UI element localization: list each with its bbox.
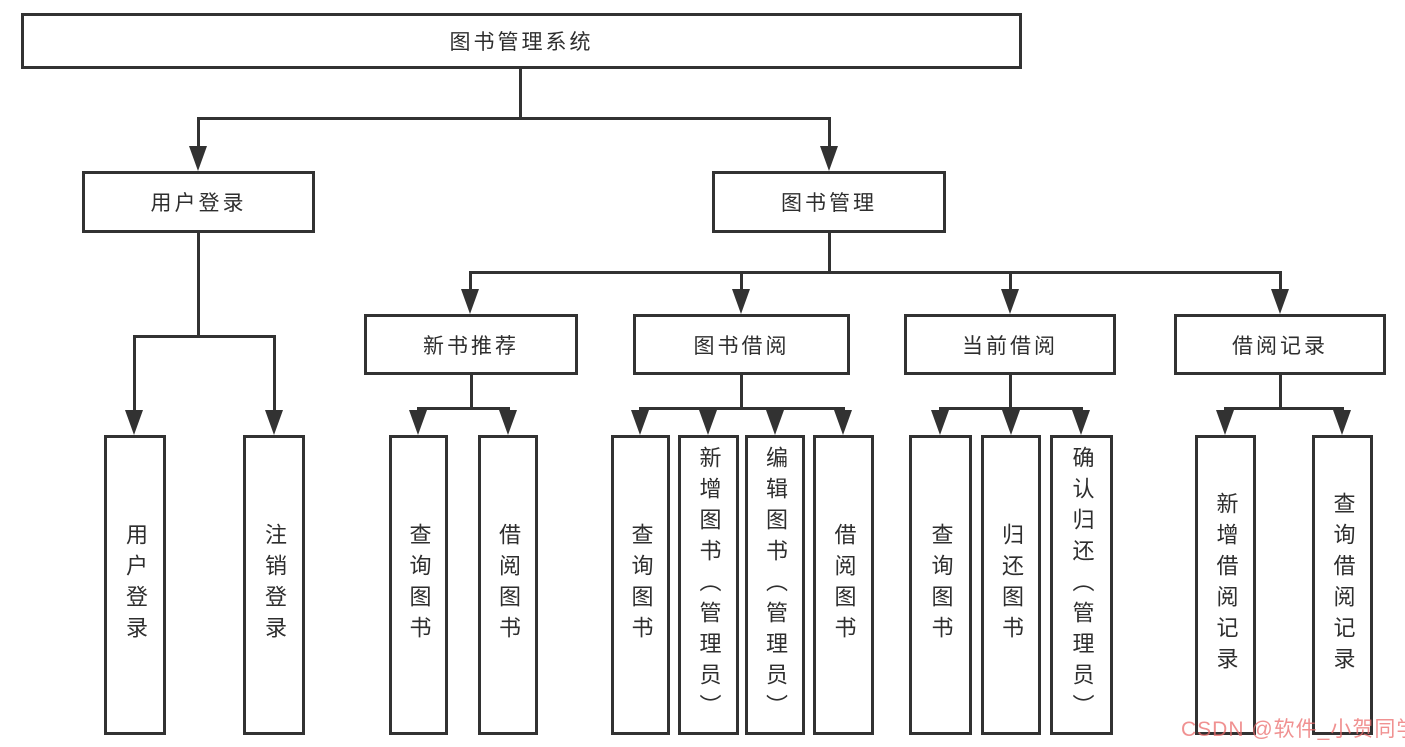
node-new-book-recommend: 新书推荐 [364, 314, 578, 375]
connector-line [273, 335, 276, 413]
node-root: 图书管理系统 [21, 13, 1022, 69]
leaf-logout: 注销登录 [243, 435, 305, 735]
node-current-borrow: 当前借阅 [904, 314, 1116, 375]
connector-line [1009, 271, 1012, 293]
connector-line [1224, 407, 1344, 410]
arrowhead-icon [820, 146, 838, 171]
connector-line [470, 375, 473, 410]
connector-line [740, 271, 743, 293]
arrowhead-icon [1072, 410, 1090, 435]
connector-line [519, 66, 522, 120]
leaf-user-login: 用户登录 [104, 435, 166, 735]
arrowhead-icon [699, 410, 717, 435]
arrowhead-icon [834, 410, 852, 435]
connector-line [197, 117, 831, 120]
leaf-borrow-books-2: 借阅图书 [813, 435, 874, 735]
arrowhead-icon [1271, 289, 1289, 314]
node-user-login: 用户登录 [82, 171, 315, 233]
leaf-return-books: 归还图书 [981, 435, 1041, 735]
arrowhead-icon [189, 146, 207, 171]
node-borrow-records: 借阅记录 [1174, 314, 1386, 375]
leaf-add-borrow-record: 新增借阅记录 [1195, 435, 1256, 735]
leaf-add-book-admin: 新增图书（管理员） [678, 435, 739, 735]
leaf-borrow-books-recommend: 借阅图书 [478, 435, 538, 735]
leaf-confirm-return-admin: 确认归还（管理员） [1050, 435, 1113, 735]
leaf-query-books-recommend: 查询图书 [389, 435, 448, 735]
arrowhead-icon [125, 410, 143, 435]
arrowhead-icon [631, 410, 649, 435]
arrowhead-icon [931, 410, 949, 435]
watermark: CSDN @软件_小贺同学 [1181, 718, 1405, 741]
connector-line [740, 375, 743, 410]
arrowhead-icon [499, 410, 517, 435]
connector-line [197, 117, 200, 149]
connector-line [469, 271, 1282, 274]
leaf-query-books-borrow: 查询图书 [611, 435, 670, 735]
arrowhead-icon [732, 289, 750, 314]
arrowhead-icon [461, 289, 479, 314]
node-book-borrow: 图书借阅 [633, 314, 850, 375]
leaf-query-books-current: 查询图书 [909, 435, 972, 735]
node-book-management: 图书管理 [712, 171, 946, 233]
connector-line [133, 335, 136, 413]
connector-line [1009, 375, 1012, 410]
connector-line [133, 335, 276, 338]
connector-line [469, 271, 472, 293]
leaf-query-borrow-record: 查询借阅记录 [1312, 435, 1373, 735]
arrowhead-icon [1216, 410, 1234, 435]
connector-line [417, 407, 510, 410]
connector-line [1279, 375, 1282, 410]
connector-line [828, 232, 831, 274]
connector-line [828, 117, 831, 149]
arrowhead-icon [265, 410, 283, 435]
arrowhead-icon [1333, 410, 1351, 435]
connector-line [197, 232, 200, 338]
connector-line [1279, 271, 1282, 293]
arrowhead-icon [766, 410, 784, 435]
leaf-edit-book-admin: 编辑图书（管理员） [745, 435, 805, 735]
arrowhead-icon [409, 410, 427, 435]
arrowhead-icon [1001, 289, 1019, 314]
arrowhead-icon [1002, 410, 1020, 435]
connector-line [639, 407, 845, 410]
